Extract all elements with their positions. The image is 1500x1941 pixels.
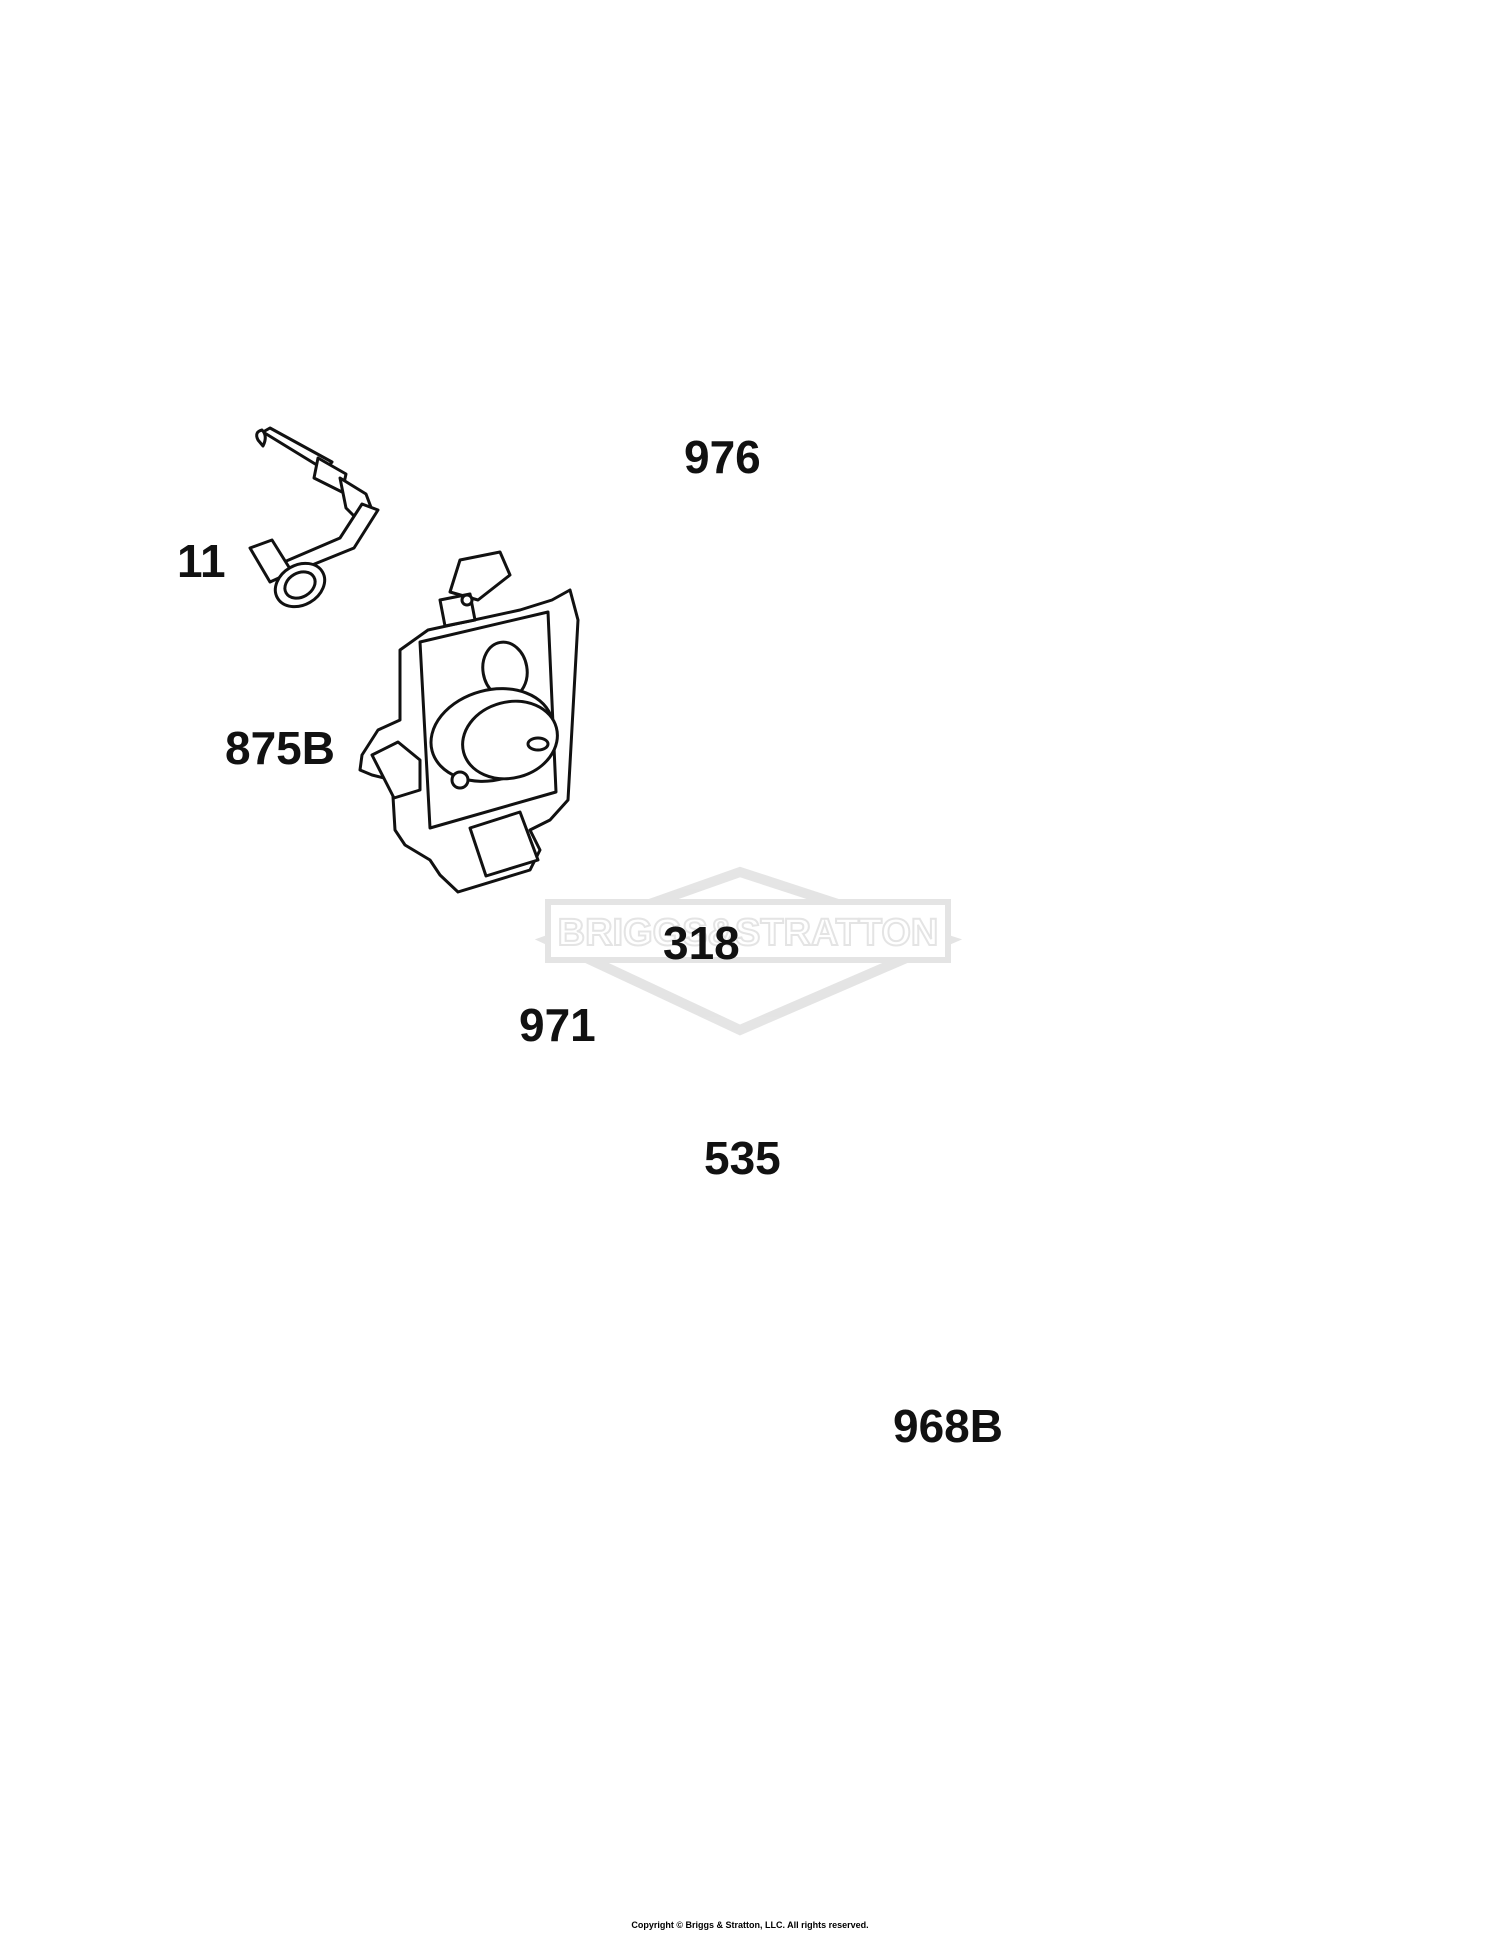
label-968B: 968B bbox=[893, 1400, 1003, 1452]
label-535: 535 bbox=[704, 1132, 781, 1184]
briggs-stratton-watermark: BRIGGS&STRATTON bbox=[534, 866, 963, 1036]
label-318: 318 bbox=[663, 917, 740, 969]
breather-tube-11 bbox=[248, 426, 380, 609]
air-cleaner-base-875B bbox=[358, 550, 580, 894]
watermark-text: BRIGGS&STRATTON bbox=[558, 912, 939, 954]
copyright-notice: Copyright © Briggs & Stratton, LLC. All … bbox=[631, 1920, 869, 1930]
label-971: 971 bbox=[519, 999, 596, 1051]
label-976: 976 bbox=[684, 431, 761, 483]
label-875B: 875B bbox=[225, 722, 335, 774]
label-11: 11 bbox=[177, 535, 226, 587]
